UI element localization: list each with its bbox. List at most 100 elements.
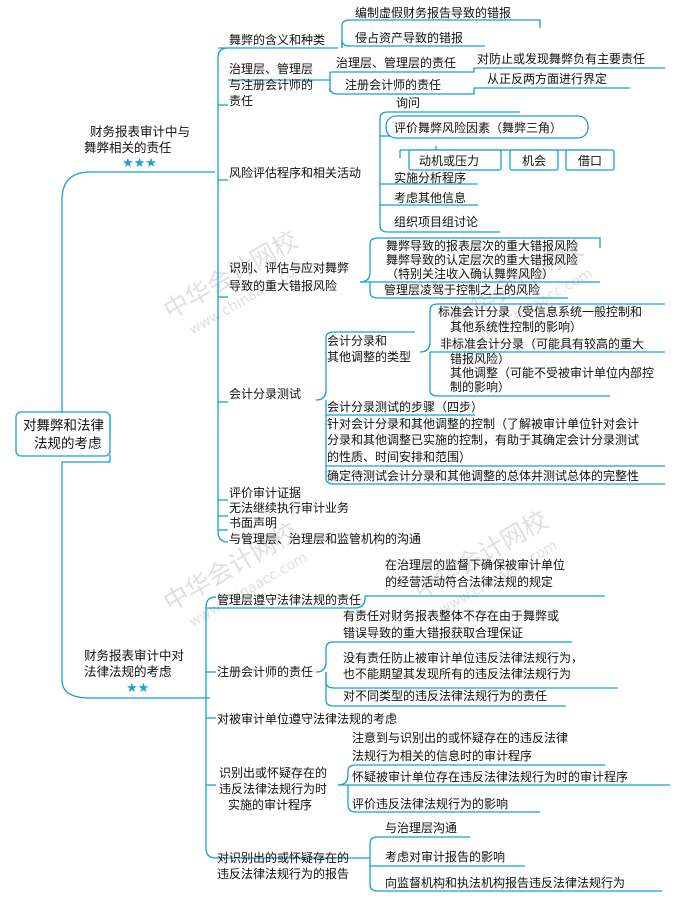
node-testing-steps: 会计分录测试的步骤（四步）: [327, 399, 483, 414]
node-entry-types: 会计分录和: [327, 334, 387, 348]
node-auditor-responsibility: 注册会计师的责任: [345, 77, 441, 92]
node-reasonable-assurance: 错误导致的重大错报获取合理保证: [343, 625, 523, 640]
fraud-triangle-box: [385, 115, 589, 139]
connector: [369, 866, 662, 892]
branch-law-line: 财务报表审计中对: [84, 648, 184, 663]
connector: [429, 352, 610, 397]
node-communication: 与管理层、治理层和监管机构的沟通: [229, 531, 421, 546]
rationalization-box: [565, 149, 615, 171]
opportunity-box: [509, 149, 559, 171]
node-audit-procedures: 实施的审计程序: [228, 797, 312, 812]
node-analytical-procedures: 实施分析程序: [394, 170, 466, 185]
node-assertion-level-risk: 舞弊导致的认定层次的重大错报风险: [386, 252, 578, 267]
node-nonstandard-entries: 错报风险）: [450, 351, 510, 366]
connector-lines: [61, 19, 670, 892]
node-assertion-level-risk: （特别关注收入确认舞弊风险）: [386, 266, 554, 281]
node-governance-oversight: 在治理层的监督下确保被审计单位: [385, 557, 565, 572]
connector: [369, 836, 470, 867]
node-entry-controls: 针对会计分录和其他调整的控制（了解被审计单位针对会计: [327, 416, 639, 431]
node-no-prevention-duty: 也不能期望其发现所有的违反法律法规行为: [343, 666, 571, 681]
node-fraud-meaning: 舞弊的含义和种类: [229, 32, 325, 47]
node-team-discussion: 组织项目组讨论: [394, 215, 478, 229]
node-info-procedures: 注意到与识别出的或怀疑存在的违反法律: [352, 730, 568, 745]
connector: [61, 455, 210, 699]
connector: [61, 171, 215, 434]
node-inquiry: 询问: [396, 96, 420, 110]
root-line: 对舞弊和法律: [23, 418, 104, 434]
node-rationalization: 借口: [578, 154, 602, 168]
node-info-procedures: 法规行为相关的信息时的审计程序: [352, 748, 532, 763]
importance-stars: ★★★: [122, 156, 157, 171]
node-evaluate-evidence: 评价审计证据: [229, 485, 301, 500]
node-other-adjustments: 其他调整（可能不受被审计单位内部控: [450, 365, 654, 380]
node-unable-to-continue: 无法继续执行审计业务: [229, 500, 349, 515]
node-reporting: 违反法律法规行为的报告: [217, 866, 349, 881]
connector: [419, 303, 665, 353]
connector: [228, 72, 331, 92]
node-opportunity: 机会: [522, 154, 546, 168]
node-responsibilities: 治理层、管理层: [229, 61, 313, 76]
node-false-reporting: 编制虚假财务报告导致的错报: [355, 5, 511, 20]
node-two-sides: 从正反两方面进行界定: [487, 71, 607, 86]
node-suspicion-procedures: 怀疑被审计单位存在违反法律法规行为时的审计程序: [352, 769, 628, 784]
node-governance-oversight: 的经营活动符合法律法规的规定: [385, 574, 553, 589]
node-report-impact: 考虑对审计报告的影响: [385, 849, 505, 864]
node-no-prevention-duty: 没有责任防止被审计单位违反法律法规行为，: [343, 650, 583, 665]
node-consider-compliance: 对被审计单位遵守法律法规的考虑: [217, 711, 397, 726]
connector: [354, 595, 605, 609]
connector: [329, 87, 630, 95]
node-entry-controls: 分录和其他调整已实施的控制，有助于其确定会计分录测试: [327, 432, 639, 447]
node-management-override: 管理层凌驾于控制之上的风险: [384, 282, 540, 297]
connector: [315, 641, 572, 673]
node-identify-assess: 导致的重大错报风险: [229, 278, 337, 293]
connector: [341, 19, 541, 48]
node-nonstandard-entries: 非标准会计分录（可能具有较高的重大: [440, 336, 644, 351]
connector: [217, 47, 229, 543]
node-audit-procedures: 违反法律法规行为时: [219, 781, 327, 796]
node-motive: 动机或压力: [419, 154, 479, 168]
node-identify-assess: 识别、评估与应对舞弊: [229, 260, 349, 275]
connector: [205, 596, 217, 859]
branch-law-line: 法律法规的考虑: [84, 664, 172, 679]
node-primary-responsibility: 对防止或发现舞弊负有主要责任: [477, 51, 645, 66]
node-reporting: 对识别出的或怀疑存在的: [217, 850, 349, 865]
motive-box: [408, 149, 502, 171]
node-communicate-governance: 与治理层沟通: [385, 821, 457, 835]
node-entry-types: 其他调整的类型: [327, 349, 411, 364]
node-different-types: 对不同类型的违反法律法规行为的责任: [343, 688, 547, 703]
node-written-representations: 书面声明: [229, 516, 277, 530]
node-population-completeness: 确定待测试会计分录和其他调整的总体并测试总体的完整性: [327, 468, 639, 483]
importance-stars: ★★: [126, 681, 149, 696]
connector: [379, 176, 500, 233]
node-report-regulators: 向监督机构和执法机构报告违反法律法规行为: [385, 875, 625, 890]
connector: [369, 282, 568, 299]
node-reasonable-assurance: 有责任对财务报表整体不存在由于舞弊或: [343, 608, 559, 623]
node-standard-entries: 标准会计分录（受信息系统一般控制和: [438, 304, 642, 319]
connector: [341, 39, 485, 48]
connector: [325, 672, 566, 707]
node-other-adjustments: 制的影响）: [450, 379, 510, 394]
node-asset-misappropriation: 侵占资产导致的错报: [355, 30, 463, 45]
connector: [379, 111, 520, 176]
node-other-information: 考虑其他信息: [394, 190, 466, 205]
node-entry-controls: 的性质、时间安排和范围）: [327, 449, 471, 464]
node-audit-procedures: 识别出或怀疑存在的: [219, 765, 327, 780]
root-line: 法规的考虑: [34, 436, 102, 452]
node-management-responsibility: 治理层、管理层的责任: [336, 55, 456, 70]
connector: [337, 764, 605, 786]
node-responsibilities: 责任: [229, 94, 253, 108]
node-responsibilities: 与注册会计师的: [229, 77, 313, 92]
node-journal-entry-testing: 会计分录测试: [229, 386, 301, 401]
branch-fraud-line: 财务报表审计中与: [90, 124, 190, 139]
node-management-compliance: 管理层遵守法律法规的责任: [217, 592, 361, 607]
node-evaluate-impact: 评价违反法律法规行为的影响: [352, 796, 508, 811]
node-fraud-triangle: 评价舞弊风险因素（舞弊三角）: [394, 120, 562, 135]
root-box: [15, 411, 111, 457]
connector: [325, 400, 665, 485]
connector: [315, 331, 415, 401]
connector: [347, 785, 540, 813]
connector: [330, 67, 665, 73]
node-standard-entries: 其他系统性控制的影响）: [450, 319, 582, 334]
